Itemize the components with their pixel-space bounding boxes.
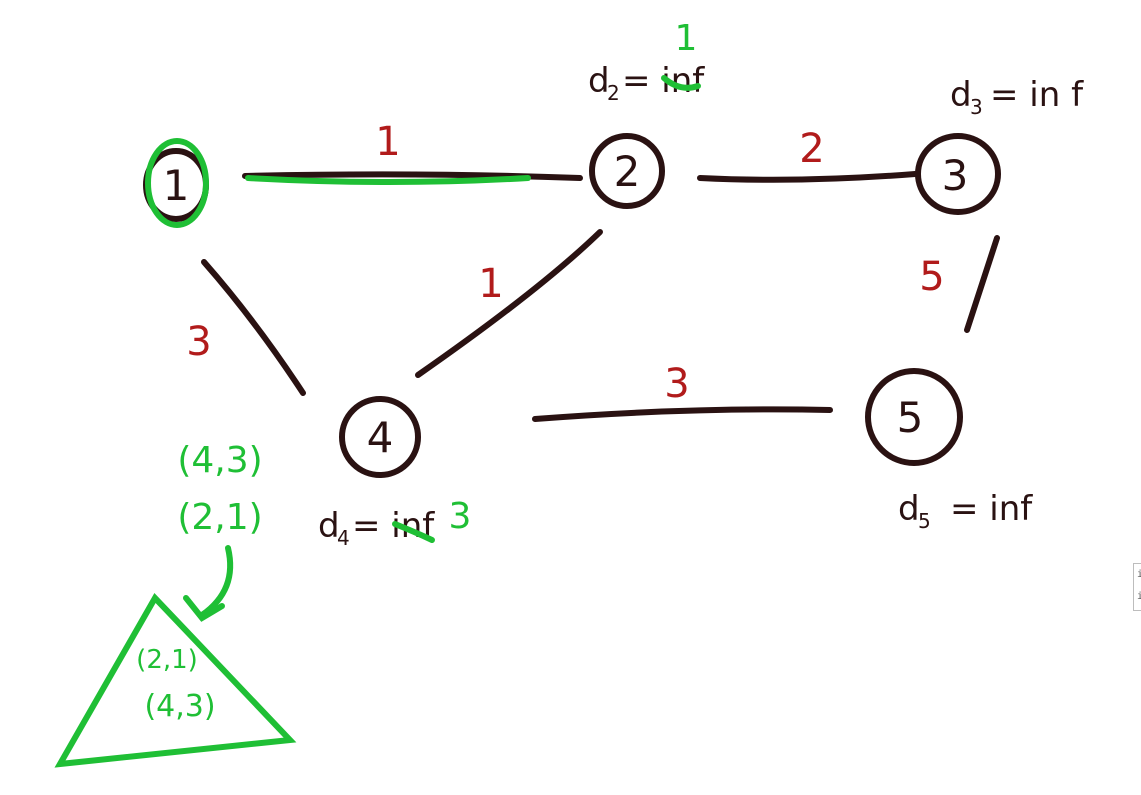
node-4-circle — [339, 396, 421, 478]
node-5-circle — [865, 368, 963, 466]
weight-2-3: 2 — [799, 126, 824, 172]
edge-1-2 — [242, 171, 583, 181]
node-4: 4 — [339, 396, 421, 478]
distance-d5-eq: = inf — [950, 489, 1033, 529]
distance-d4: d 4 = inf 3 — [318, 496, 471, 550]
side-widget-line: i — [1137, 591, 1141, 602]
edge-4-5 — [532, 406, 833, 422]
distance-d5: d 5 = inf — [898, 489, 1033, 533]
distance-d3-sub: 3 — [970, 95, 983, 119]
arrow-head — [183, 595, 225, 622]
distance-d3-eq: = in f — [990, 75, 1084, 115]
node-3-circle — [915, 133, 1001, 215]
node-5-label: 5 — [897, 393, 924, 442]
edge-1-2-highlight — [245, 175, 531, 185]
queue-entry: (2,1) — [177, 497, 262, 538]
heap-entry: (4,3) — [144, 689, 215, 724]
distance-d3: d 3 = in f — [950, 75, 1084, 119]
node-2-label: 2 — [614, 147, 641, 196]
heap-entry: (2,1) — [136, 645, 198, 675]
node-3-label: 3 — [942, 151, 969, 200]
edge-1-4 — [201, 259, 306, 396]
distance-d2-name: d — [588, 61, 610, 101]
weight-1-2: 1 — [375, 119, 400, 165]
queue-entry: (4,3) — [177, 440, 262, 481]
distance-d2: d 2 = inf 1 — [588, 18, 705, 105]
edge-3-5 — [964, 235, 1000, 333]
distance-d5-sub: 5 — [918, 509, 931, 533]
node-5: 5 — [865, 368, 963, 466]
weight-4-5: 3 — [664, 361, 689, 407]
distance-d3-name: d — [950, 75, 972, 115]
distance-d2-sub: 2 — [607, 81, 620, 105]
distance-d4-strike — [392, 521, 435, 543]
side-widget-line: i — [1137, 569, 1141, 580]
arrow-to-heap — [199, 545, 234, 618]
distance-d2-strike — [661, 75, 701, 91]
distance-d5-name: d — [898, 489, 920, 529]
node-2-circle — [589, 133, 665, 209]
queue-list: (4,3) (2,1) — [177, 440, 262, 538]
distance-d4-update: 3 — [449, 496, 472, 537]
heap: (2,1) (4,3) — [54, 593, 297, 768]
edge-2-4 — [415, 229, 603, 378]
distance-d2-update: 1 — [675, 18, 698, 59]
node-4-label: 4 — [367, 413, 394, 462]
node-1-highlight-circle — [145, 138, 209, 228]
heap-triangle — [54, 593, 297, 768]
distance-d4-sub: 4 — [337, 526, 350, 550]
weight-2-4: 1 — [478, 261, 503, 307]
node-2: 2 — [589, 133, 665, 209]
edge-2-3 — [697, 171, 918, 183]
weight-1-4: 3 — [186, 319, 211, 365]
distance-d4-name: d — [318, 506, 340, 546]
weight-3-5: 5 — [919, 254, 944, 300]
side-widget: i i — [1133, 563, 1141, 611]
node-1-label: 1 — [163, 161, 190, 210]
node-3: 3 — [915, 133, 1001, 215]
